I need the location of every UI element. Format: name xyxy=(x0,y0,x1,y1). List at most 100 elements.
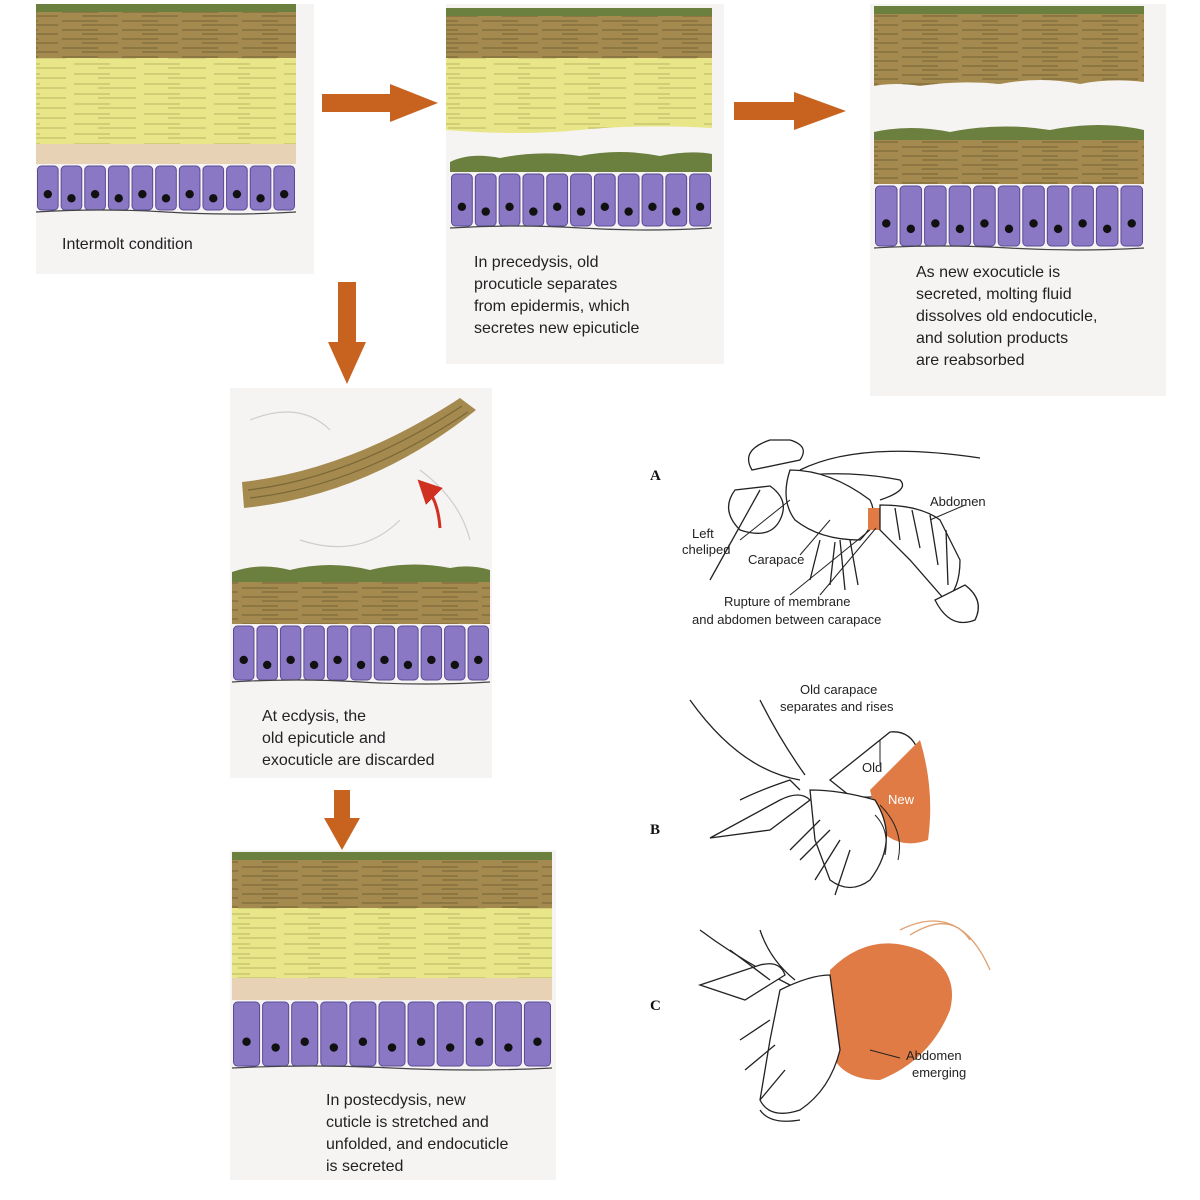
cell-nucleus xyxy=(481,207,490,216)
crayfish-a xyxy=(630,422,1020,658)
caption-line: As new exocuticle is xyxy=(916,264,1061,281)
cell-nucleus xyxy=(624,207,633,216)
cell-nucleus xyxy=(882,219,891,228)
cell-nucleus xyxy=(576,207,586,216)
cell-nucleus xyxy=(271,1043,280,1052)
epidermis-cell xyxy=(202,165,225,211)
cell-nucleus xyxy=(980,219,989,228)
cell-nucleus xyxy=(300,1037,309,1046)
red-arrow xyxy=(417,479,443,529)
epidermis-cell xyxy=(349,1001,377,1067)
arrow-ecdysis-to-postecdysis xyxy=(324,790,360,850)
cell-nucleus xyxy=(505,202,514,211)
cell-nucleus xyxy=(445,1043,455,1052)
epidermis-cell xyxy=(37,165,59,211)
cell-nucleus xyxy=(67,194,76,203)
cell-nucleus xyxy=(457,202,467,211)
epidermis-cell xyxy=(291,1001,319,1067)
cell-nucleus xyxy=(427,655,436,665)
epidermis-cell xyxy=(84,165,106,211)
cell-nucleus xyxy=(309,660,319,670)
epidermis-cell xyxy=(617,173,640,227)
caption-line: In postecdysis, new xyxy=(326,1092,466,1109)
epidermis-cell xyxy=(1095,185,1119,247)
epidermis-cell xyxy=(498,173,521,227)
epidermis-cell xyxy=(451,173,473,227)
cell-nucleus xyxy=(931,219,940,228)
epidermis-cell xyxy=(350,625,372,681)
caption-line: secreted, molting fluid xyxy=(916,286,1072,303)
epidermis-cell xyxy=(523,1001,552,1067)
label-abdomen-emerging-2: emerging xyxy=(912,1065,966,1080)
caption-ecdysis: At ecdysis, the old epicuticle and exocu… xyxy=(262,706,435,772)
label-old-carapace-2: separates and rises xyxy=(780,699,894,714)
caption-line: cuticle is stretched and xyxy=(326,1114,489,1131)
cell-nucleus xyxy=(114,194,123,203)
cell-nucleus xyxy=(256,194,265,203)
epidermis-cell xyxy=(60,165,83,211)
caption-line: dissolves old endocuticle, xyxy=(916,308,1098,325)
label-rupture-2: and abdomen between carapace xyxy=(692,612,881,627)
caption-line: unfolded, and endocuticle xyxy=(326,1136,509,1153)
epidermis-cell xyxy=(155,165,177,211)
epidermis-cell xyxy=(249,165,272,211)
epidermis-cell xyxy=(875,185,898,247)
arrow-intermolt-to-ecdysis xyxy=(328,282,366,384)
crayfish-b xyxy=(630,676,1000,916)
epidermis-cell xyxy=(303,625,325,681)
caption-line: and solution products xyxy=(916,330,1069,347)
panel-postecdysis xyxy=(230,850,556,1180)
epidermis-cell xyxy=(899,185,923,247)
new-epicuticle xyxy=(450,152,712,172)
epidermis-cell xyxy=(494,1001,522,1067)
basement-membrane xyxy=(35,209,297,215)
cell-nucleus xyxy=(1004,224,1014,234)
cell-nucleus xyxy=(1078,219,1087,228)
cell-nucleus xyxy=(239,655,248,665)
cell-nucleus xyxy=(43,189,53,199)
label-left-cheliped-1: Left xyxy=(692,526,714,541)
epidermis-cell xyxy=(273,165,296,211)
cell-nucleus xyxy=(185,189,194,199)
new-carapace xyxy=(870,740,931,844)
cell-nucleus xyxy=(333,655,342,665)
label-left-cheliped-2: cheliped xyxy=(682,542,730,557)
epidermis-cell xyxy=(546,173,569,227)
cell-nucleus xyxy=(648,202,657,211)
epidermis-cell xyxy=(467,625,489,681)
cell-nucleus xyxy=(279,189,289,199)
caption-exocuticle: As new exocuticle is secreted, molting f… xyxy=(916,262,1097,372)
epidermis-cell xyxy=(924,185,947,247)
caption-intermolt: Intermolt condition xyxy=(62,236,193,253)
label-letter-c: C xyxy=(650,998,661,1014)
epidermis-cell xyxy=(593,173,616,227)
caption-precedysis: In precedysis, old procuticle separates … xyxy=(474,252,639,340)
label-rupture-1: Rupture of membrane xyxy=(724,594,850,609)
caption-line: is secreted xyxy=(326,1158,404,1175)
cell-nucleus xyxy=(161,194,171,203)
cell-nucleus xyxy=(242,1037,251,1046)
epidermis-cell xyxy=(279,625,302,681)
epidermis-cell xyxy=(378,1001,406,1067)
cell-nucleus xyxy=(906,224,916,234)
epidermis-cell xyxy=(262,1001,290,1067)
membrane-layer xyxy=(36,144,296,164)
cell-nucleus xyxy=(504,1043,513,1052)
epidermis-cells xyxy=(231,1001,553,1071)
cell-nucleus xyxy=(262,660,272,670)
epidermis-cell xyxy=(641,173,664,227)
panel-intermolt xyxy=(35,4,314,274)
epidermis-cell xyxy=(373,625,396,681)
epidermis-cell xyxy=(407,1001,435,1067)
epidermis-cell xyxy=(420,625,443,681)
epidermis-cell xyxy=(474,173,497,227)
cell-nucleus xyxy=(474,655,483,665)
epidermis-cell xyxy=(570,173,592,227)
basement-membrane xyxy=(449,225,713,231)
caption-line: procuticle separates xyxy=(474,276,618,293)
caption-line: from epidermis, which xyxy=(474,298,630,315)
label-letter-b: B xyxy=(650,822,660,838)
epidermis-cell xyxy=(1046,185,1070,247)
cell-nucleus xyxy=(286,655,295,665)
